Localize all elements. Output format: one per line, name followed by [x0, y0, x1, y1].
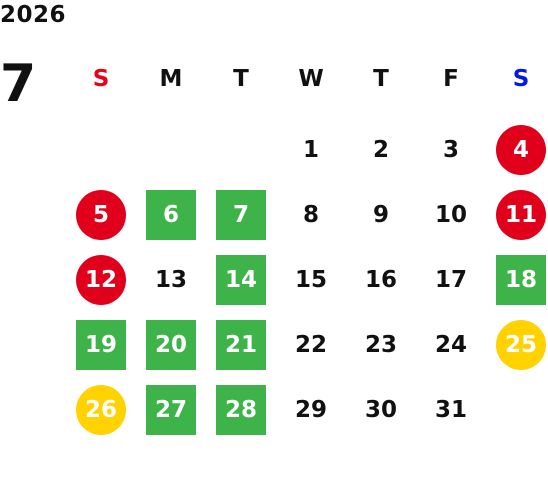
day-number: 27 [154, 397, 187, 423]
day-cell[interactable]: 5 [75, 189, 127, 241]
day-cell[interactable]: 20 [145, 319, 197, 371]
day-number: 11 [504, 202, 537, 228]
day-cell[interactable]: 30 [355, 384, 407, 436]
weekday-saturday: S [512, 66, 530, 92]
special-circle-marker [496, 320, 546, 370]
open-day-box-marker [216, 385, 266, 435]
day-number: 15 [294, 267, 327, 293]
weekday-tuesday: T [233, 66, 249, 92]
day-cell[interactable]: 9 [355, 189, 407, 241]
day-number: 13 [154, 267, 187, 293]
weekday-thursday: T [373, 66, 389, 92]
open-day-box-marker [216, 255, 266, 305]
day-cell[interactable]: 2 [355, 124, 407, 176]
holiday-circle-marker [496, 125, 546, 175]
day-cell[interactable]: 27 [145, 384, 197, 436]
open-day-box-marker [216, 190, 266, 240]
weekday-monday: M [159, 66, 183, 92]
day-cell[interactable]: 23 [355, 319, 407, 371]
month-label: 7 [0, 54, 37, 114]
day-number: 16 [364, 267, 397, 293]
holiday-circle-marker [496, 190, 546, 240]
day-cell[interactable]: 13 [145, 254, 197, 306]
day-number: 26 [84, 397, 117, 423]
day-cell[interactable]: 21 [215, 319, 267, 371]
day-cell[interactable]: 18 [495, 254, 547, 306]
day-number: 6 [162, 202, 179, 228]
holiday-circle-marker [76, 190, 126, 240]
open-day-box-marker [496, 255, 546, 305]
day-cell[interactable]: 11 [495, 189, 547, 241]
day-cell[interactable]: 24 [425, 319, 477, 371]
day-cell[interactable]: 15 [285, 254, 337, 306]
day-cell[interactable]: 16 [355, 254, 407, 306]
day-number: 4 [512, 137, 529, 163]
day-cell[interactable]: 26 [75, 384, 127, 436]
day-number: 3 [442, 137, 459, 163]
day-cell[interactable]: 28 [215, 384, 267, 436]
open-day-box-marker [216, 320, 266, 370]
year-label: 2026 [0, 2, 67, 28]
day-cell[interactable]: 17 [425, 254, 477, 306]
open-day-box-marker [146, 190, 196, 240]
open-day-box-marker [76, 320, 126, 370]
day-number: 7 [232, 202, 249, 228]
day-number: 23 [364, 332, 397, 358]
day-cell[interactable]: 14 [215, 254, 267, 306]
day-number: 30 [364, 397, 397, 423]
day-cell[interactable]: 31 [425, 384, 477, 436]
day-cell[interactable]: 12 [75, 254, 127, 306]
open-day-box-marker [146, 320, 196, 370]
day-number: 25 [504, 332, 537, 358]
day-cell[interactable]: 29 [285, 384, 337, 436]
day-cell[interactable]: 4 [495, 124, 547, 176]
day-number: 28 [224, 397, 257, 423]
special-circle-marker [76, 385, 126, 435]
weekday-sunday: S [92, 66, 110, 92]
day-cell[interactable]: 3 [425, 124, 477, 176]
day-cell[interactable]: 19 [75, 319, 127, 371]
day-number: 2 [372, 137, 389, 163]
day-number: 17 [434, 267, 467, 293]
day-cell[interactable]: 6 [145, 189, 197, 241]
day-number: 5 [92, 202, 109, 228]
day-number: 10 [434, 202, 467, 228]
day-cell[interactable]: 7 [215, 189, 267, 241]
day-cell[interactable]: 10 [425, 189, 477, 241]
day-number: 8 [302, 202, 319, 228]
open-day-box-marker [146, 385, 196, 435]
day-number: 19 [84, 332, 117, 358]
weekday-wednesday: W [298, 66, 324, 92]
day-cell[interactable]: 1 [285, 124, 337, 176]
day-number: 14 [224, 267, 257, 293]
weekday-friday: F [443, 66, 459, 92]
day-cell[interactable]: 25 [495, 319, 547, 371]
day-number: 20 [154, 332, 187, 358]
day-number: 24 [434, 332, 467, 358]
day-number: 29 [294, 397, 327, 423]
day-number: 12 [84, 267, 117, 293]
day-number: 22 [294, 332, 327, 358]
day-cell[interactable]: 22 [285, 319, 337, 371]
day-cell[interactable]: 8 [285, 189, 337, 241]
holiday-circle-marker [76, 255, 126, 305]
day-number: 1 [302, 137, 319, 163]
day-number: 21 [224, 332, 257, 358]
day-number: 9 [372, 202, 389, 228]
day-number: 31 [434, 397, 467, 423]
day-number: 18 [504, 267, 537, 293]
